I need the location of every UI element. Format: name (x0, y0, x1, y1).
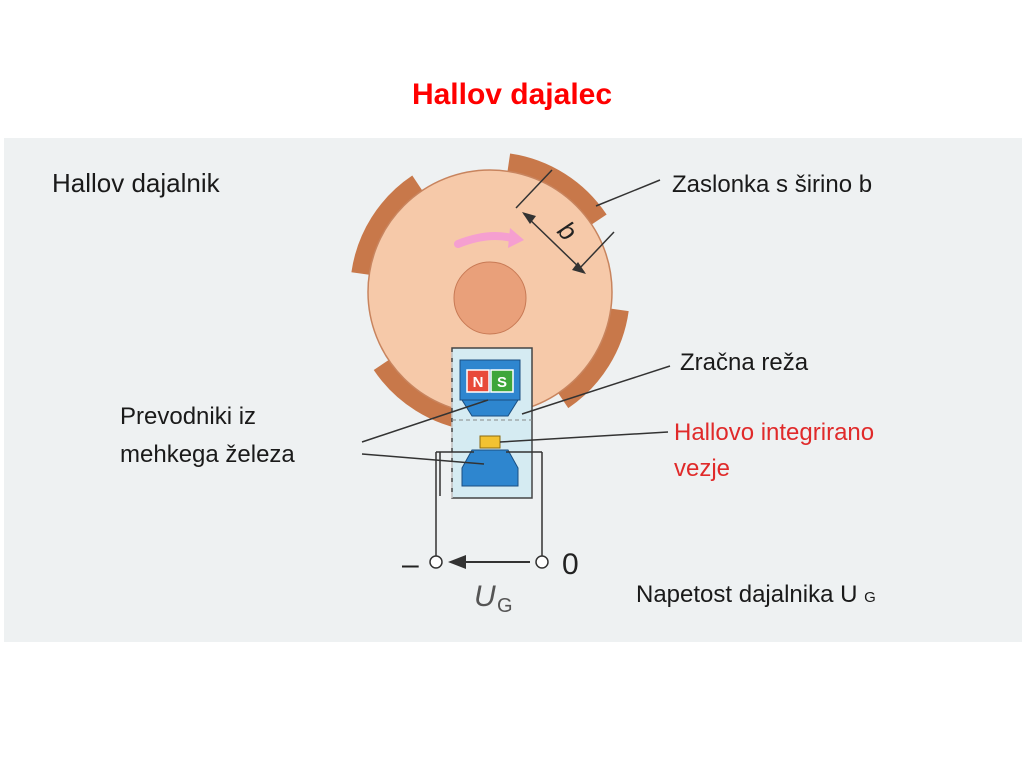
label-hall-ic-line1: Hallovo integrirano (674, 419, 874, 446)
label-voltage-main: Napetost dajalnika U (636, 581, 857, 608)
label-conductors-line1: Prevodniki iz (120, 403, 256, 430)
hall-chip (479, 435, 501, 449)
terminal-minus-label: – (402, 548, 419, 581)
slide-title: Hallov dajalec (411, 78, 613, 111)
dimension-arrow-start-icon (522, 212, 536, 224)
terminal-zero-label: 0 (562, 548, 579, 581)
rotor-hub (453, 261, 527, 335)
label-conductors-line2: mehkega železa (120, 441, 295, 468)
magnet-north (466, 369, 490, 393)
voltage-symbol-subscript: G (497, 595, 513, 617)
voltage-arrow-icon (448, 555, 466, 569)
label-voltage-subscript: G (864, 589, 876, 606)
diagram-heading: Hallov dajalnik (52, 168, 221, 198)
voltage-symbol: U (474, 580, 496, 613)
leader-lines (361, 179, 671, 465)
magnet-south (490, 369, 514, 393)
label-voltage: Napetost dajalnika U G (636, 581, 876, 608)
label-hall-ic-line2: vezje (674, 455, 730, 482)
magnet-south-label: S (497, 374, 507, 391)
sensor-wiring (435, 451, 543, 540)
rotation-arrowhead-icon (508, 228, 524, 248)
label-air-gap: Zračna reža (680, 349, 809, 376)
lower-pole-piece (461, 449, 519, 487)
rotation-arrow-icon (454, 232, 516, 248)
terminal-zero (535, 555, 549, 569)
dimension-arrow-end-icon (572, 262, 586, 274)
magnet-north-label: N (473, 374, 484, 391)
terminal-minus (429, 555, 443, 569)
upper-pole-tip (461, 399, 519, 417)
label-shutter: Zaslonka s širino b (672, 171, 872, 198)
shutter-width-dimension (515, 169, 615, 273)
